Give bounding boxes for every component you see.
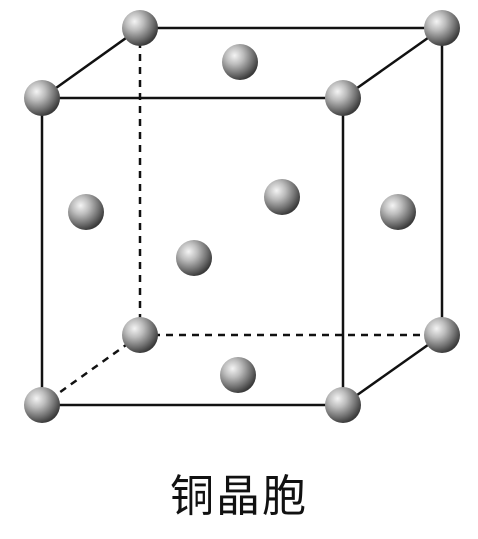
face-atom-back <box>264 179 300 215</box>
diagram-caption: 铜晶胞 <box>170 471 308 522</box>
hidden-edge-bottom-depth <box>41 333 141 407</box>
corner-atom <box>122 317 158 353</box>
corner-atom <box>424 10 460 46</box>
face-atom-right <box>380 194 416 230</box>
corner-atom <box>122 10 158 46</box>
face-atom-front <box>176 240 212 276</box>
face-atom-left <box>68 194 104 230</box>
corner-atom <box>24 387 60 423</box>
hidden-edges <box>41 28 442 407</box>
atoms <box>24 10 460 423</box>
corner-atom <box>325 387 361 423</box>
edge-bottom-right-depth <box>342 333 443 407</box>
face-atom-bottom <box>220 357 256 393</box>
visible-edges <box>40 26 444 407</box>
face-atom-top <box>222 44 258 80</box>
edge-top-right-depth <box>342 26 443 100</box>
corner-atom <box>24 80 60 116</box>
edge-top-left-depth <box>41 26 141 100</box>
corner-atom <box>424 317 460 353</box>
corner-atom <box>325 80 361 116</box>
